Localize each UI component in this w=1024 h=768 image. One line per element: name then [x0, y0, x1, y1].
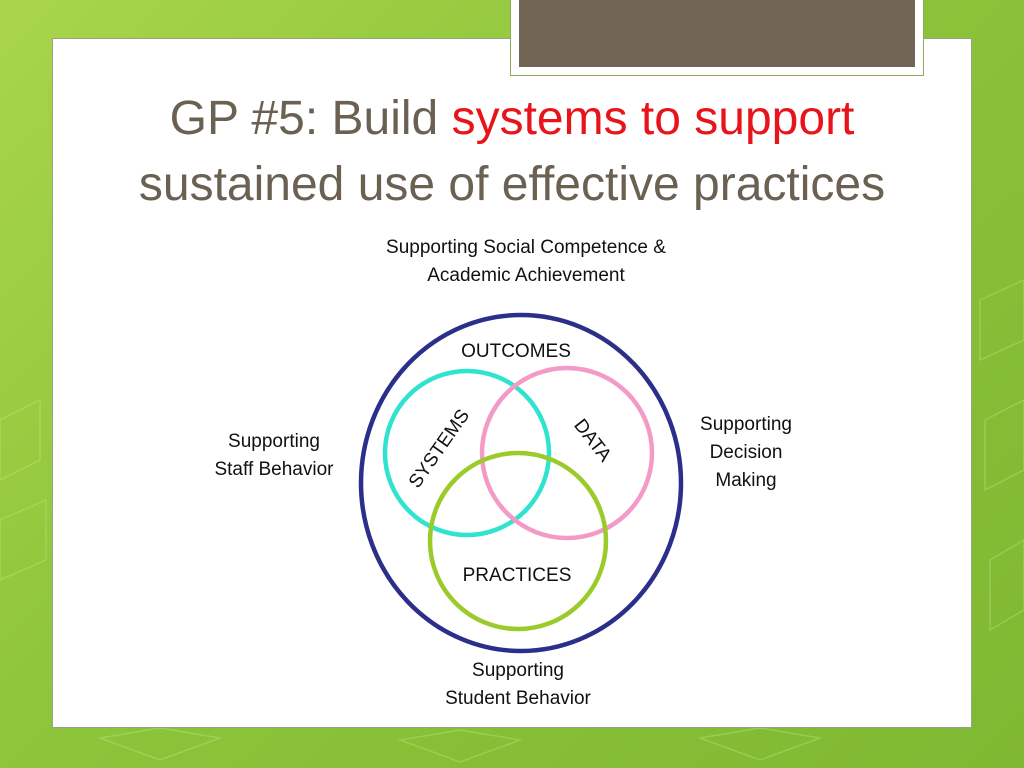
top-label: Supporting Social Competence & Academic …	[336, 234, 716, 290]
bottom-label: Supporting Student Behavior	[408, 657, 628, 713]
top-label-line-2: Academic Achievement	[427, 265, 625, 286]
data-circle	[479, 365, 655, 541]
right-label-line-1: Supporting	[700, 414, 792, 435]
practices-label: PRACTICES	[463, 565, 572, 586]
outcomes-label: OUTCOMES	[461, 341, 571, 362]
title-prefix: GP #5: Build	[169, 92, 452, 145]
right-label-line-3: Making	[715, 470, 777, 491]
outer-circle	[358, 312, 684, 654]
title-line-2: sustained use of effective practices	[138, 158, 886, 211]
title-tab-decoration	[510, 0, 924, 76]
title-highlight: systems to support	[451, 92, 855, 145]
bottom-label-line-2: Student Behavior	[445, 688, 591, 709]
slide-title: GP #5: Build systems to support sustaine…	[52, 86, 972, 218]
practices-circle	[427, 450, 609, 632]
title-line-1: GP #5: Build systems to support	[52, 86, 972, 152]
top-label-line-1: Supporting Social Competence &	[386, 237, 666, 258]
right-label-line-2: Decision	[709, 442, 783, 463]
left-label-line-1: Supporting	[228, 431, 320, 452]
title-tab-fill	[519, 0, 915, 67]
right-label: Supporting Decision Making	[676, 411, 816, 495]
systems-circle	[382, 368, 552, 538]
left-label: Supporting Staff Behavior	[194, 428, 354, 484]
systems-label: SYSTEMS	[405, 406, 474, 492]
bottom-label-line-1: Supporting	[472, 660, 564, 681]
left-label-line-2: Staff Behavior	[214, 459, 334, 480]
data-label: DATA	[569, 415, 615, 466]
